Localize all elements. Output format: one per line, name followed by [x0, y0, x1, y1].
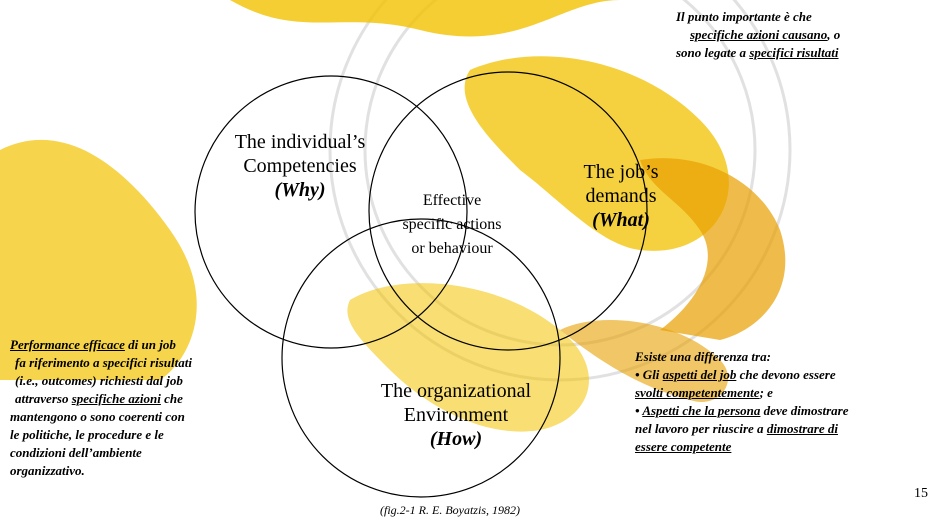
note-bottom-right-line3: svolti competentemente; e: [635, 384, 849, 402]
note-bottom-right-line2-pre: • Gli: [635, 367, 663, 382]
label-environment-text: The organizational Environment: [380, 380, 532, 426]
yellow-ribbon: [0, 0, 786, 432]
label-environment: The organizational Environment (How): [356, 379, 556, 451]
circle-competencies: [194, 75, 468, 349]
label-job-demands-emphasis: (What): [592, 209, 650, 231]
label-competencies: The individual’s Competencies (Why): [210, 130, 390, 202]
note-bottom-right-line3-rest: ; e: [759, 385, 773, 400]
label-intersection: Effective specific actions or behaviour: [396, 189, 508, 261]
note-bottom-left-line1-rest: di un job: [124, 337, 176, 352]
note-bottom-right-underlined-be-competent: essere competente: [635, 439, 732, 454]
label-job-demands-text: The job’s demands: [583, 161, 659, 207]
note-bottom-left-line1: Performance efficace di un job: [10, 336, 192, 354]
note-bottom-right-line5-pre: nel lavoro per riuscire a: [635, 421, 767, 436]
note-bottom-left-line4: attraverso specifiche azioni che: [10, 390, 192, 408]
label-intersection-text: Effective specific actions or behaviour: [402, 192, 502, 257]
label-competencies-emphasis: (Why): [274, 179, 326, 201]
note-top-right-line1: Il punto importante è che: [676, 9, 812, 24]
note-bottom-left-underlined-performance: Performance efficace: [10, 337, 125, 352]
note-top-right-underlined-results: specifici risultati: [749, 45, 839, 60]
note-bottom-right-line4-rest: deve dimostrare: [760, 403, 849, 418]
label-job-demands: The job’s demands (What): [565, 160, 677, 232]
note-bottom-left-line8: organizzativo.: [10, 463, 85, 478]
note-top-right-line3-pre: sono legate a: [676, 45, 750, 60]
note-bottom-right-line2: • Gli aspetti del job che devono essere: [635, 366, 849, 384]
note-bottom-right-line4: • Aspetti che la persona deve dimostrare: [635, 402, 849, 420]
label-environment-emphasis: (How): [429, 428, 483, 450]
label-competencies-text: The individual’s Competencies: [234, 131, 366, 177]
page-number: 15: [914, 486, 928, 501]
note-bottom-right-line6: essere competente: [635, 438, 849, 456]
note-bottom-left-line2: fa riferimento a specifici risultati: [15, 355, 192, 370]
note-bottom-left-line7: condizioni dell’ambiente: [10, 445, 142, 460]
note-bottom-right-underlined-person-aspects: Aspetti che la persona: [642, 403, 761, 418]
note-top-right: Il punto importante è che specifiche azi…: [676, 8, 840, 62]
note-bottom-left-underlined-actions: specifiche azioni: [71, 391, 161, 406]
note-top-right-underlined-actions: specifiche azioni causano: [690, 27, 828, 42]
note-bottom-left: Performance efficace di un job fa riferi…: [10, 336, 192, 480]
figure-caption: (fig.2-1 R. E. Boyatzis, 1982): [380, 503, 520, 517]
note-bottom-right-underlined-competently: svolti competentemente: [635, 385, 760, 400]
note-bottom-right-line5: nel lavoro per riuscire a dimostrare di: [635, 420, 849, 438]
note-bottom-left-line4-pre: attraverso: [15, 391, 72, 406]
note-bottom-left-line3: (i.e., outcomes) richiesti dal job: [15, 373, 183, 388]
circle-job-demands: [368, 71, 648, 351]
note-bottom-left-line6: le politiche, le procedure e le: [10, 427, 164, 442]
circle-environment: [281, 218, 561, 498]
note-bottom-right-line2-rest: che devono essere: [736, 367, 836, 382]
note-bottom-right: Esiste una differenza tra: • Gli aspetti…: [635, 348, 849, 456]
note-bottom-right-line1: Esiste una differenza tra:: [635, 349, 771, 364]
note-bottom-right-underlined-demonstrate: dimostrare di: [766, 421, 838, 436]
note-bottom-left-line4-rest: che: [160, 391, 183, 406]
note-bottom-right-line4-pre: •: [635, 403, 643, 418]
note-bottom-right-underlined-job-aspects: aspetti del job: [662, 367, 737, 382]
note-top-right-line2: specifiche azioni causano, o: [676, 26, 840, 44]
note-top-right-line3: sono legate a specifici risultati: [676, 44, 840, 62]
note-bottom-left-line5: mantengono o sono coerenti con: [10, 409, 185, 424]
note-top-right-line2-rest: , o: [827, 27, 841, 42]
